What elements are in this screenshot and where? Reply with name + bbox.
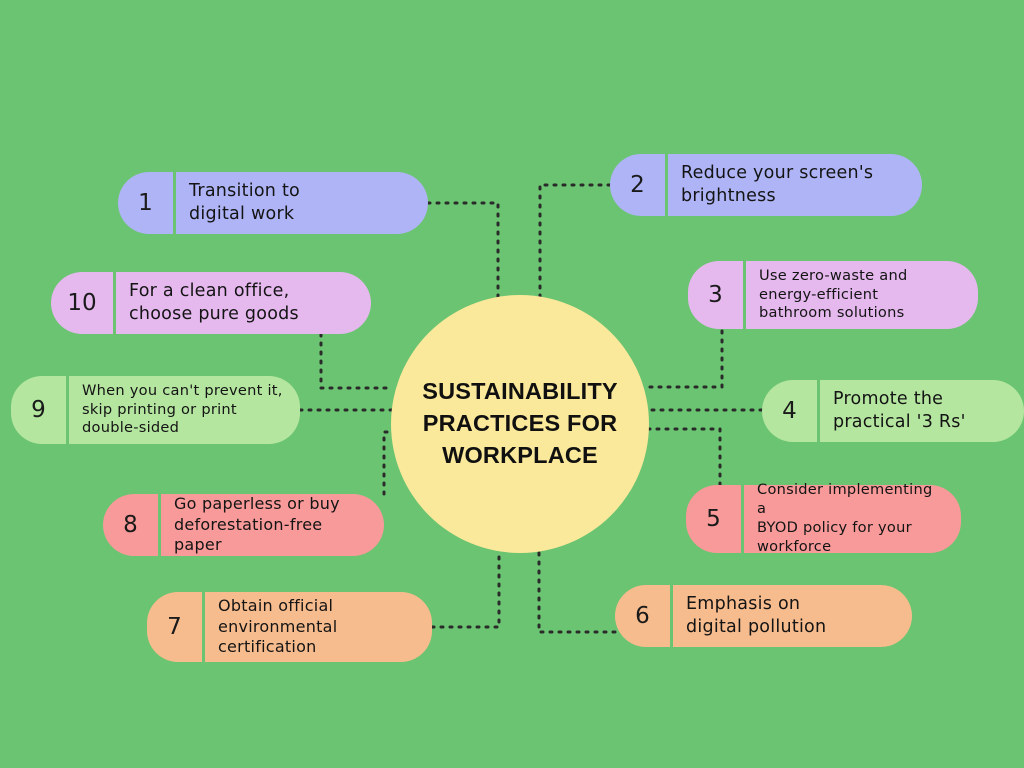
node-7-badge: 7 <box>147 592 202 662</box>
node-6-badge: 6 <box>615 585 670 647</box>
node-5-label: Consider implementing a BYOD policy for … <box>757 481 933 555</box>
node-9[interactable]: 9 When you can't prevent it, skip printi… <box>11 376 300 444</box>
node-2-number: 2 <box>630 172 645 198</box>
center-title: SUSTAINABILITY PRACTICES FOR WORKPLACE <box>422 378 618 468</box>
node-2-body: Reduce your screen's brightness <box>668 154 922 216</box>
node-2-badge: 2 <box>610 154 665 216</box>
connector-2 <box>538 183 612 302</box>
node-8-number: 8 <box>123 512 138 538</box>
connector-5 <box>646 427 722 487</box>
node-10-label: For a clean office, choose pure goods <box>129 281 299 324</box>
node-9-number: 9 <box>31 397 46 423</box>
connector-7 <box>430 549 501 629</box>
node-7-body: Obtain official environmental certificat… <box>205 592 432 662</box>
node-1-body: Transition to digital work <box>176 172 428 234</box>
node-10-number: 10 <box>67 290 97 316</box>
node-3-body: Use zero-waste and energy-efficient bath… <box>746 261 978 329</box>
node-10-badge: 10 <box>51 272 113 334</box>
node-5[interactable]: 5 Consider implementing a BYOD policy fo… <box>686 481 961 555</box>
node-6-label: Emphasis on digital pollution <box>686 594 827 637</box>
node-10-body: For a clean office, choose pure goods <box>116 272 371 334</box>
node-8-label: Go paperless or buy deforestation-free p… <box>174 493 340 555</box>
node-9-badge: 9 <box>11 376 66 444</box>
node-5-body: Consider implementing a BYOD policy for … <box>744 481 961 555</box>
node-3-label: Use zero-waste and energy-efficient bath… <box>759 266 908 322</box>
node-7-number: 7 <box>167 614 182 640</box>
node-1[interactable]: 1 Transition to digital work <box>118 172 428 234</box>
node-8[interactable]: 8 Go paperless or buy deforestation-free… <box>103 494 384 556</box>
node-5-badge: 5 <box>686 485 741 553</box>
connector-8 <box>382 430 394 496</box>
node-7-label: Obtain official environmental certificat… <box>218 595 338 657</box>
center-circle: SUSTAINABILITY PRACTICES FOR WORKPLACE <box>391 295 649 553</box>
connector-6 <box>537 550 617 634</box>
node-8-body: Go paperless or buy deforestation-free p… <box>161 494 384 556</box>
node-8-badge: 8 <box>103 494 158 556</box>
connector-1 <box>426 201 500 302</box>
node-4-body: Promote the practical '3 Rs' <box>820 380 1024 442</box>
node-6-number: 6 <box>635 603 650 629</box>
node-4[interactable]: 4 Promote the practical '3 Rs' <box>762 380 1024 442</box>
node-5-number: 5 <box>706 506 721 532</box>
node-4-label: Promote the practical '3 Rs' <box>833 389 966 432</box>
node-6-body: Emphasis on digital pollution <box>673 585 912 647</box>
node-3-number: 3 <box>708 282 723 308</box>
node-10[interactable]: 10 For a clean office, choose pure goods <box>51 272 371 334</box>
node-3[interactable]: 3 Use zero-waste and energy-efficient ba… <box>688 261 978 329</box>
node-2-label: Reduce your screen's brightness <box>681 163 874 206</box>
node-4-badge: 4 <box>762 380 817 442</box>
node-1-number: 1 <box>138 190 153 216</box>
node-2[interactable]: 2 Reduce your screen's brightness <box>610 154 922 216</box>
node-1-label: Transition to digital work <box>189 181 301 224</box>
node-3-badge: 3 <box>688 261 743 329</box>
node-1-badge: 1 <box>118 172 173 234</box>
node-4-number: 4 <box>782 398 797 424</box>
node-6[interactable]: 6 Emphasis on digital pollution <box>615 585 912 647</box>
node-7[interactable]: 7 Obtain official environmental certific… <box>147 592 432 662</box>
connector-10 <box>319 332 394 390</box>
node-9-body: When you can't prevent it, skip printing… <box>69 376 300 444</box>
connector-3 <box>646 329 724 389</box>
node-9-label: When you can't prevent it, skip printing… <box>82 381 283 437</box>
